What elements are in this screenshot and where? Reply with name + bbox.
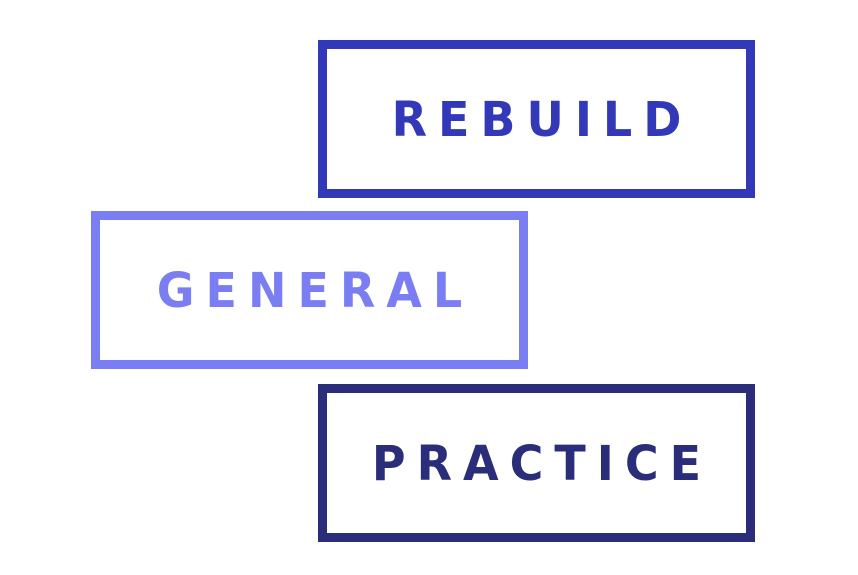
rebuild-word: REBUILD xyxy=(391,90,693,148)
rebuild-box: REBUILD xyxy=(318,40,755,198)
practice-box: PRACTICE xyxy=(318,384,755,542)
general-word: GENERAL xyxy=(156,261,474,319)
practice-word: PRACTICE xyxy=(371,434,713,492)
general-box: GENERAL xyxy=(91,211,528,369)
